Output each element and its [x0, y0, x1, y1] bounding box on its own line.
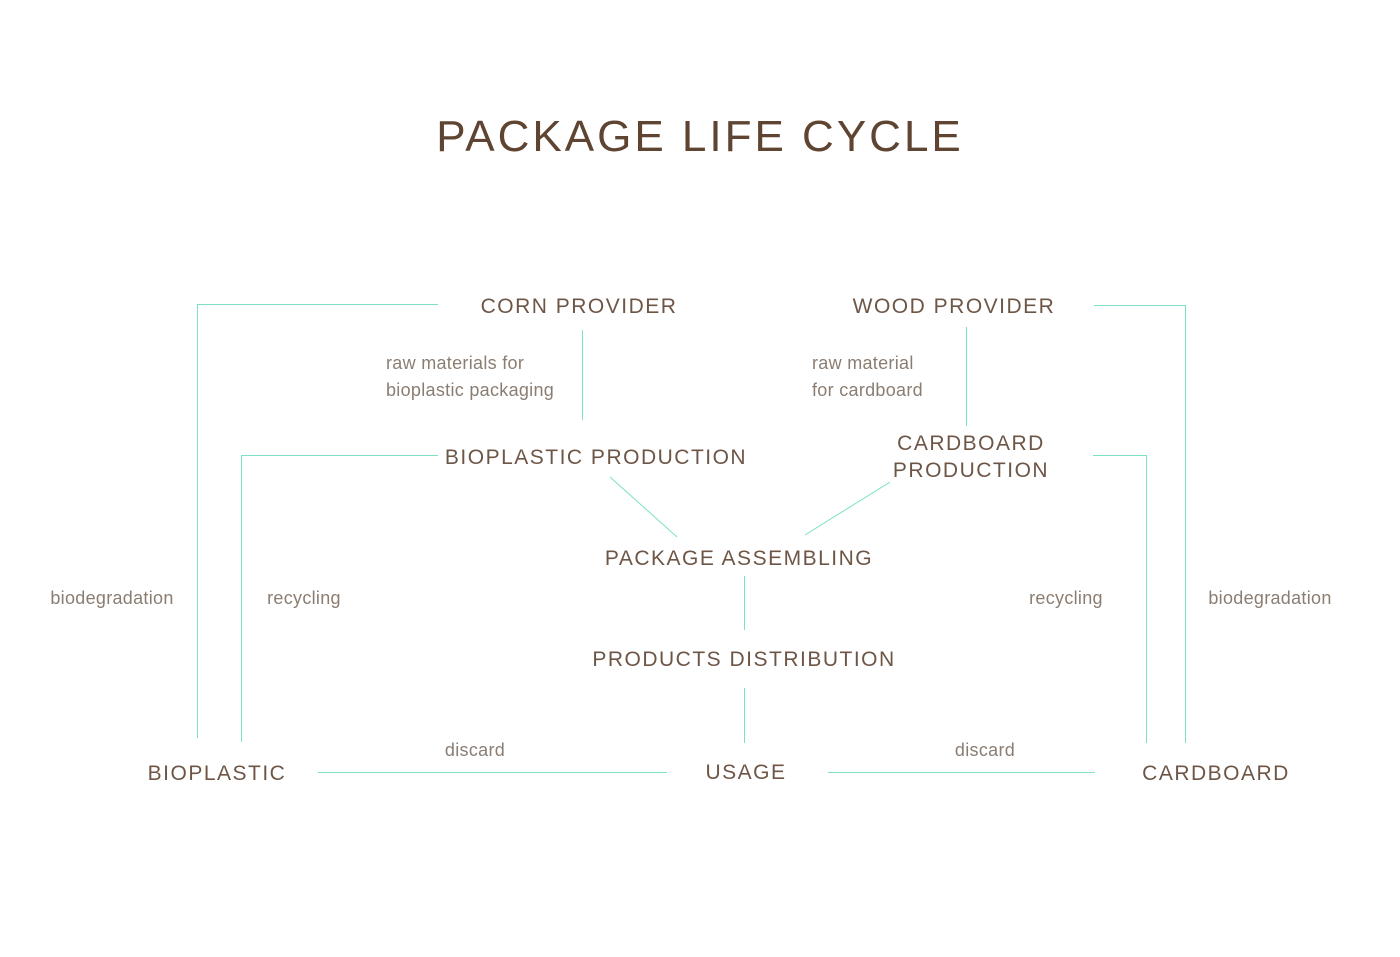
- edge-label-line: raw material: [812, 353, 914, 373]
- edge-label-line: for cardboard: [812, 380, 923, 400]
- node-corn-provider: CORN PROVIDER: [480, 295, 678, 318]
- edge-label-biodegradation-right: biodegradation: [1208, 588, 1332, 608]
- edge-label-recycling-left: recycling: [267, 588, 341, 608]
- connector-cardboard-production-to-assembling: [804, 481, 891, 536]
- connector-assembling-to-distribution: [744, 576, 745, 630]
- connector-usage-discard-to-bioplastic: [318, 772, 667, 773]
- edge-label-raw-material-cardboard: raw material for cardboard: [812, 350, 923, 404]
- edge-label-recycling-right: recycling: [1029, 588, 1103, 608]
- connector-usage-discard-to-cardboard: [828, 772, 1095, 773]
- node-cardboard-production: CARDBOARD PRODUCTION: [892, 432, 1050, 482]
- connector-cardboard-recycling-to-cardboard-production: [1093, 455, 1147, 743]
- node-cardboard: CARDBOARD: [1142, 762, 1290, 785]
- node-bioplastic: BIOPLASTIC: [147, 762, 287, 785]
- edge-label-biodegradation-left: biodegradation: [50, 588, 174, 608]
- edge-label-line: raw materials for: [386, 353, 525, 373]
- node-wood-provider: WOOD PROVIDER: [852, 295, 1056, 318]
- node-usage: USAGE: [705, 761, 787, 784]
- connector-corn-provider-to-bioplastic-production: [582, 330, 583, 420]
- edge-label-discard-right: discard: [954, 740, 1016, 760]
- edge-label-discard-left: discard: [444, 740, 506, 760]
- diagram-title: PACKAGE LIFE CYCLE: [436, 112, 964, 161]
- connector-bioplastic-recycling-to-bioplastic-production: [241, 455, 438, 742]
- edge-label-raw-materials-bioplastic: raw materials for bioplastic packaging: [386, 350, 554, 404]
- connector-wood-provider-to-cardboard-production: [966, 327, 967, 426]
- node-products-distribution: PRODUCTS DISTRIBUTION: [592, 648, 896, 671]
- node-package-assembling: PACKAGE ASSEMBLING: [604, 547, 874, 570]
- connector-bioplastic-biodegradation-to-corn-provider: [197, 304, 438, 738]
- connector-bioplastic-production-to-assembling: [609, 476, 678, 538]
- connector-cardboard-biodegradation-to-wood-provider: [1094, 305, 1186, 743]
- node-bioplastic-production: BIOPLASTIC PRODUCTION: [444, 446, 748, 469]
- connector-distribution-to-usage: [744, 688, 745, 743]
- edge-label-line: bioplastic packaging: [386, 380, 555, 400]
